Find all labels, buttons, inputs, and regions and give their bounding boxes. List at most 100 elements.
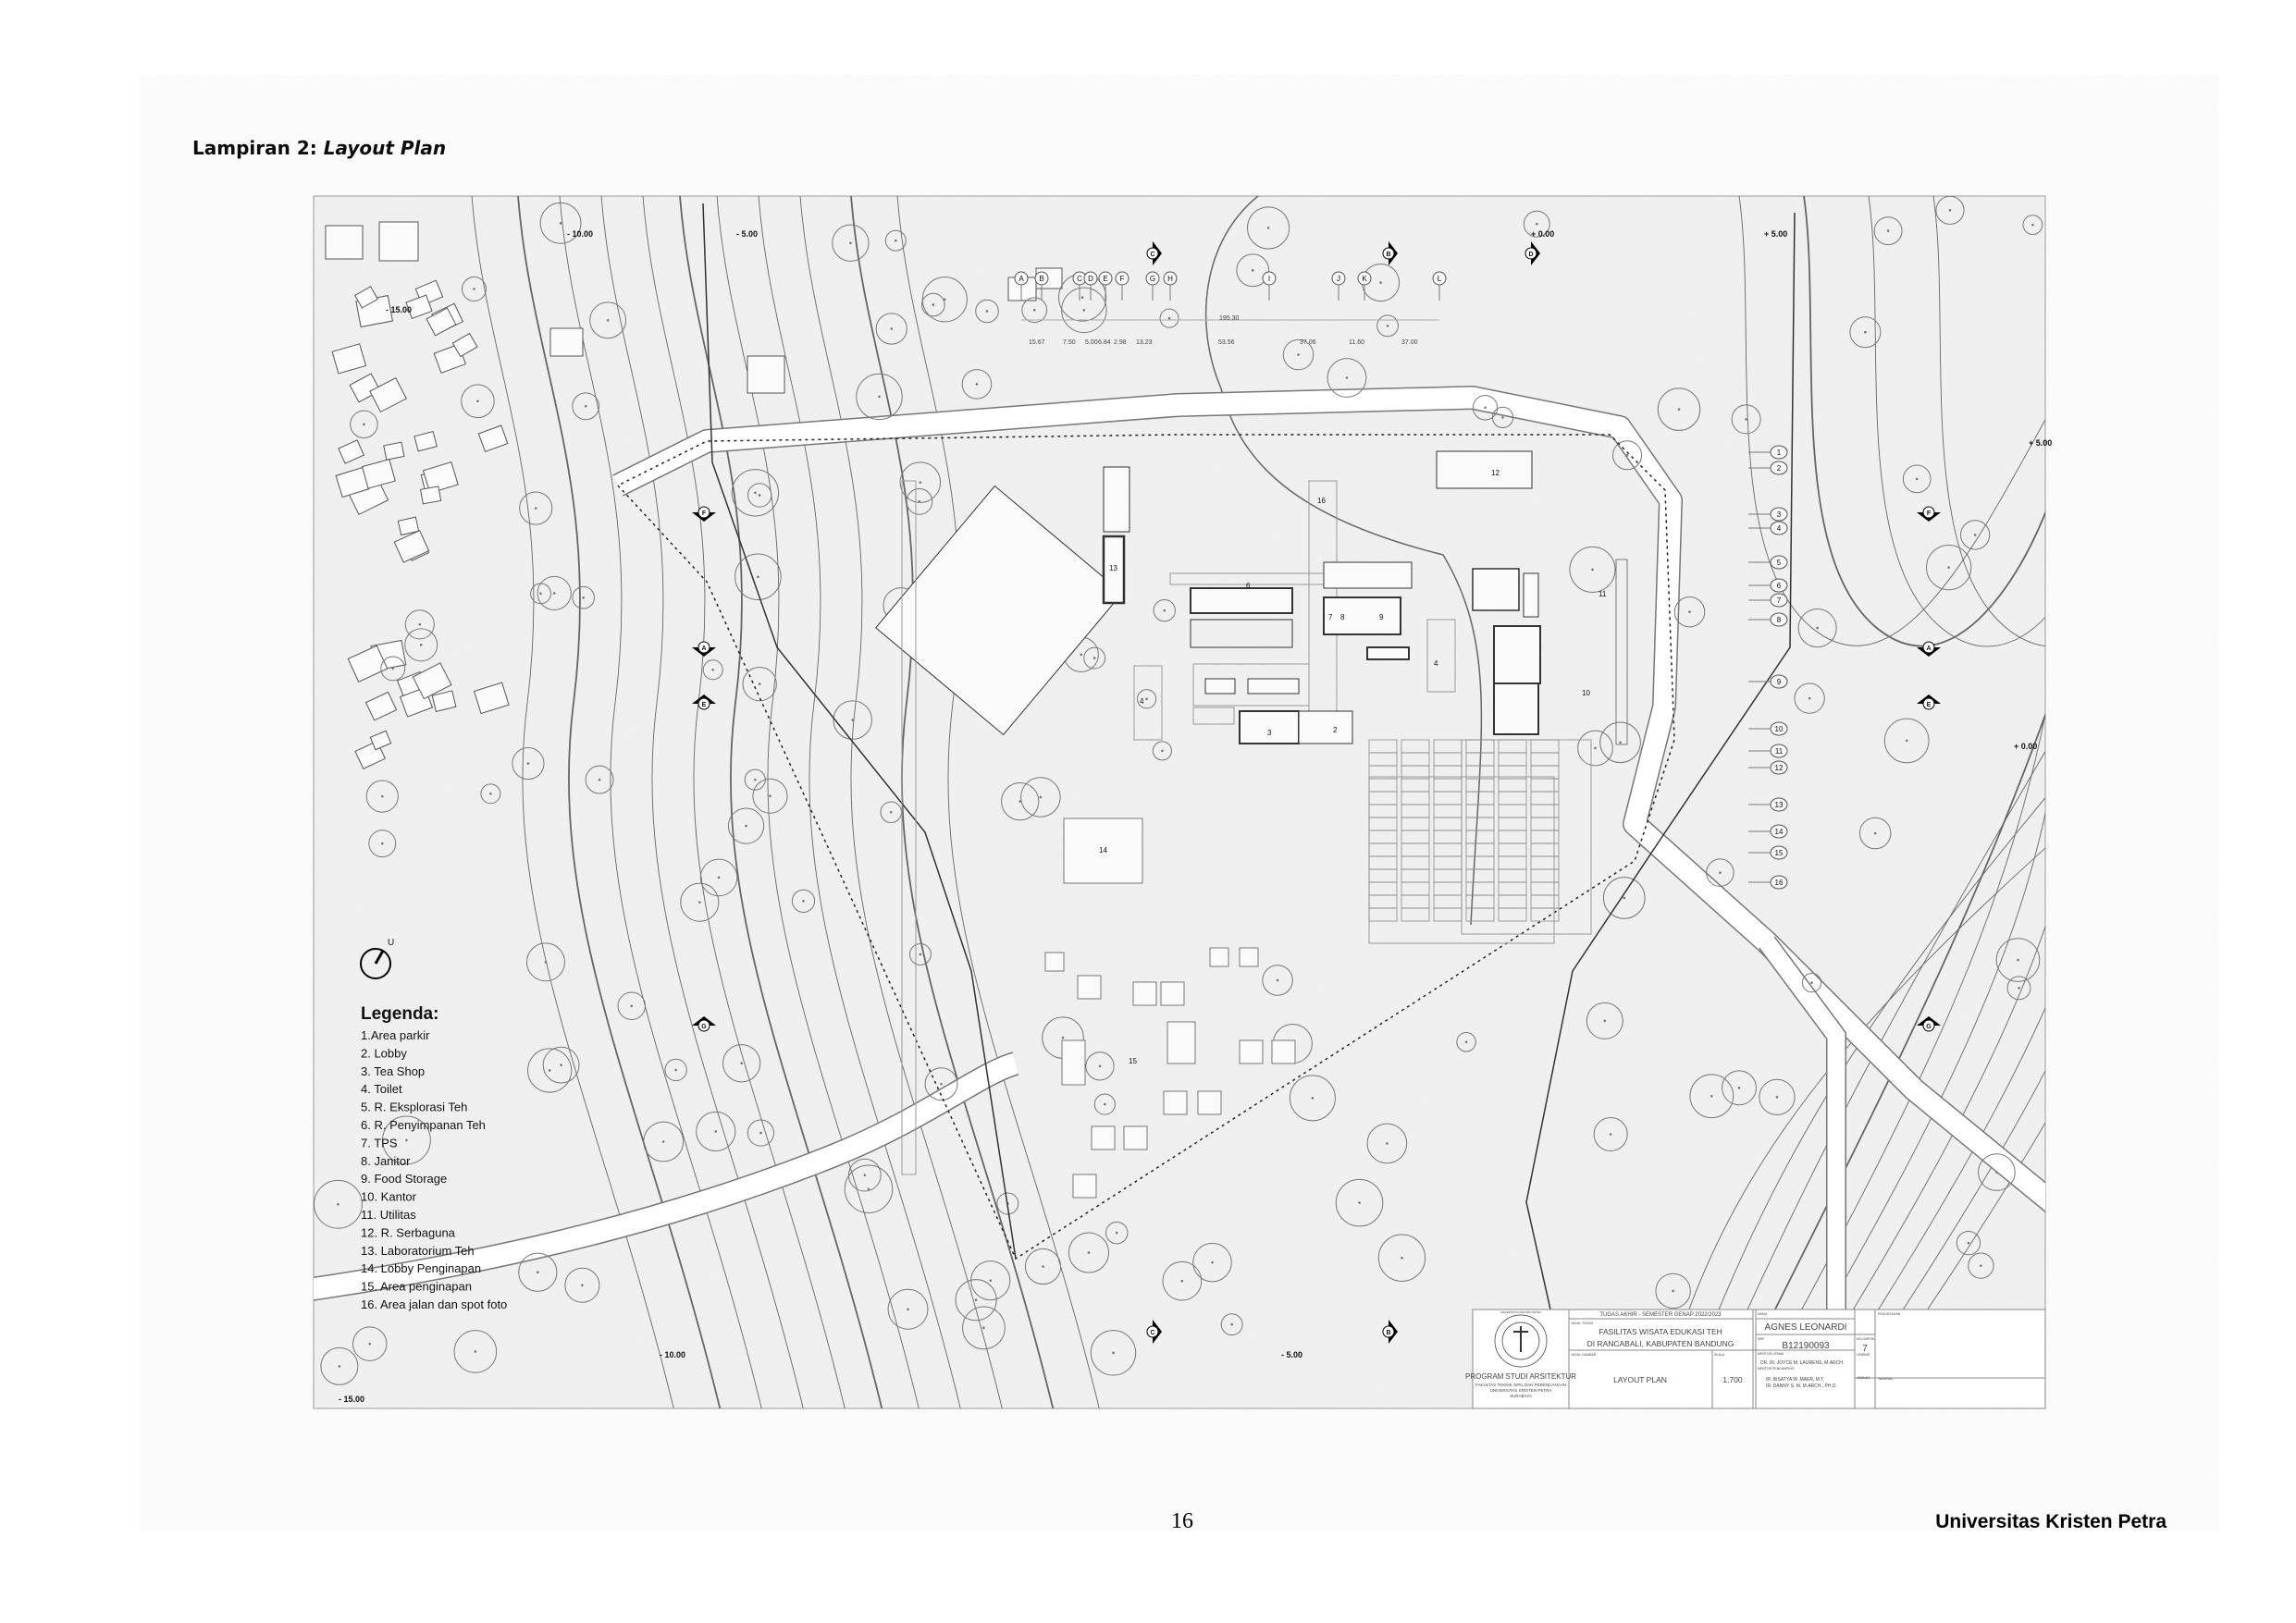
legend-item: 13. Laboratorium Teh xyxy=(361,1244,475,1258)
nrp-label: NRP xyxy=(1758,1337,1765,1341)
legend-item: 5. R. Eksplorasi Teh xyxy=(361,1100,467,1114)
legend-item: 10. Kantor xyxy=(361,1190,417,1204)
student-nrp: B12190093 xyxy=(1782,1341,1830,1351)
project-label: JUDUL TUGAS xyxy=(1571,1322,1594,1325)
university-name: UNIVERSITAS KRISTEN PETRA xyxy=(1490,1388,1552,1393)
sheet-label: LEMBAR xyxy=(1857,1353,1870,1357)
section-label: E xyxy=(702,702,707,708)
dimension-segment: 2.98 xyxy=(1114,339,1127,346)
elevation-label: - 10.00 xyxy=(567,229,593,239)
elevation-label: + 5.00 xyxy=(1764,229,1787,239)
room-label: 2 xyxy=(1333,726,1338,734)
section-marker xyxy=(1382,241,1398,265)
elevation-label: + 5.00 xyxy=(2029,438,2052,448)
section-marker xyxy=(1146,1320,1162,1344)
section-label: G xyxy=(701,1024,707,1030)
legend-item: 1.Area parkir xyxy=(361,1028,430,1042)
city-name: SURABAYA xyxy=(1510,1394,1532,1398)
section-marker xyxy=(1917,1016,1941,1032)
scale-value: 1:700 xyxy=(1722,1375,1743,1384)
north-arrow: U xyxy=(360,938,394,979)
dimension-segment: 13.23 xyxy=(1136,339,1153,346)
section-label: C xyxy=(1150,252,1154,258)
section-marker xyxy=(1917,695,1941,710)
page-heading: Lampiran 2: Layout Plan xyxy=(192,137,446,159)
footer-institution: Universitas Kristen Petra xyxy=(1935,1511,2166,1532)
room-label: 9 xyxy=(1379,613,1384,621)
room-label: 11 xyxy=(1599,590,1607,598)
buildings xyxy=(875,450,1628,1199)
dimension-segment: 5.00 xyxy=(1085,339,1098,346)
elevation-label: - 5.00 xyxy=(1281,1350,1302,1359)
section-label: F xyxy=(1927,510,1932,517)
grid-label-top: J xyxy=(1337,275,1340,283)
heading-title: Layout Plan xyxy=(323,137,447,159)
section-marker xyxy=(1917,506,1941,522)
dimension-segment: 37.00 xyxy=(1401,339,1418,346)
mentor-name: DR. IR. JOYCE M. LAURENS, M.ARCH. xyxy=(1760,1360,1844,1366)
section-label: C xyxy=(1150,1330,1154,1336)
elevation-label: - 15.00 xyxy=(386,305,412,314)
elevation-label: - 10.00 xyxy=(660,1350,685,1359)
room-label: 10 xyxy=(1582,689,1590,697)
section-label: D xyxy=(1528,252,1533,258)
dimension-segment: 7.50 xyxy=(1063,339,1076,346)
dimension-segment: 15.67 xyxy=(1029,339,1045,346)
section-marker xyxy=(692,506,716,522)
heading-prefix: Lampiran 2: xyxy=(192,137,324,159)
grid-label-right: 4 xyxy=(1777,524,1782,533)
drawing-label: JUDUL GAMBAR xyxy=(1571,1353,1597,1357)
legend-item: 8. Janitor xyxy=(361,1154,411,1168)
seal-lettering: UNIVERSITAS KRISTEN PETRA xyxy=(1500,1310,1541,1314)
date-label: TANGGAL xyxy=(1878,1377,1894,1381)
approval-label: PENGESAHAN xyxy=(1878,1312,1901,1316)
legend-item: 4. Toilet xyxy=(361,1082,402,1096)
program-name: PROGRAM STUDI ARSITEKTUR xyxy=(1465,1372,1576,1381)
mentor-label: MENTOR UTAMA xyxy=(1758,1352,1784,1356)
legend-item: 6. R. Penyimpanan Teh xyxy=(361,1118,486,1132)
grid-label-right: 12 xyxy=(1775,764,1784,772)
dimension-total: 195.30 xyxy=(1219,315,1240,322)
room-label: 16 xyxy=(1317,497,1326,505)
grid-label-top: B xyxy=(1039,275,1043,283)
university-seal xyxy=(1494,1314,1548,1368)
grid-label-right: 14 xyxy=(1775,828,1784,836)
drawing-title: LAYOUT PLAN xyxy=(1613,1375,1667,1384)
section-label: F xyxy=(702,510,707,517)
project-title-line1: FASILITAS WISATA EDUKASI TEH xyxy=(1599,1327,1722,1336)
grid-label-right: 6 xyxy=(1777,582,1782,590)
section-label: G xyxy=(1926,1024,1932,1030)
grid-label-top: C xyxy=(1077,275,1082,283)
dimension-segment: 37.06 xyxy=(1300,339,1316,346)
grid-label-top: K xyxy=(1362,275,1367,283)
room-label: 6 xyxy=(1246,582,1251,590)
legend-title: Legenda: xyxy=(361,1004,438,1024)
elevation-label: - 5.00 xyxy=(736,229,758,239)
legend-item: 12. R. Serbaguna xyxy=(361,1225,456,1239)
grid-label-right: 15 xyxy=(1775,849,1784,857)
site-boundary xyxy=(616,203,1796,1408)
section-label: E xyxy=(1927,702,1932,708)
grid-label-top: I xyxy=(1268,275,1270,283)
project-title-line2: DI RANCABALI, KABUPATEN BANDUNG xyxy=(1587,1339,1734,1348)
legend-item: 7. TPS xyxy=(361,1136,398,1150)
room-label: 3 xyxy=(1267,729,1272,737)
title-block xyxy=(1472,1309,2046,1409)
section-label: B xyxy=(1386,1330,1390,1336)
grid-label-right: 3 xyxy=(1777,510,1782,519)
section-marker xyxy=(1146,241,1162,265)
section-marker xyxy=(692,641,716,657)
name-label: NAMA xyxy=(1758,1312,1768,1316)
room-label: 4 xyxy=(1140,697,1144,706)
co-mentor-label: MENTOR PENDAMPING xyxy=(1758,1367,1795,1371)
grid-label-top: A xyxy=(1018,275,1024,283)
total-label: JUMLAH xyxy=(1857,1376,1870,1380)
neighbour-houses xyxy=(325,221,1063,770)
course-title: TUGAS AKHIR - SEMESTER GENAP 2022/2023 xyxy=(1599,1312,1722,1318)
grid-label-right: 5 xyxy=(1777,559,1782,567)
room-label: 8 xyxy=(1340,613,1345,621)
section-marker xyxy=(692,1016,716,1032)
north-arrow-circle xyxy=(360,948,391,979)
section-label: B xyxy=(1386,252,1390,258)
